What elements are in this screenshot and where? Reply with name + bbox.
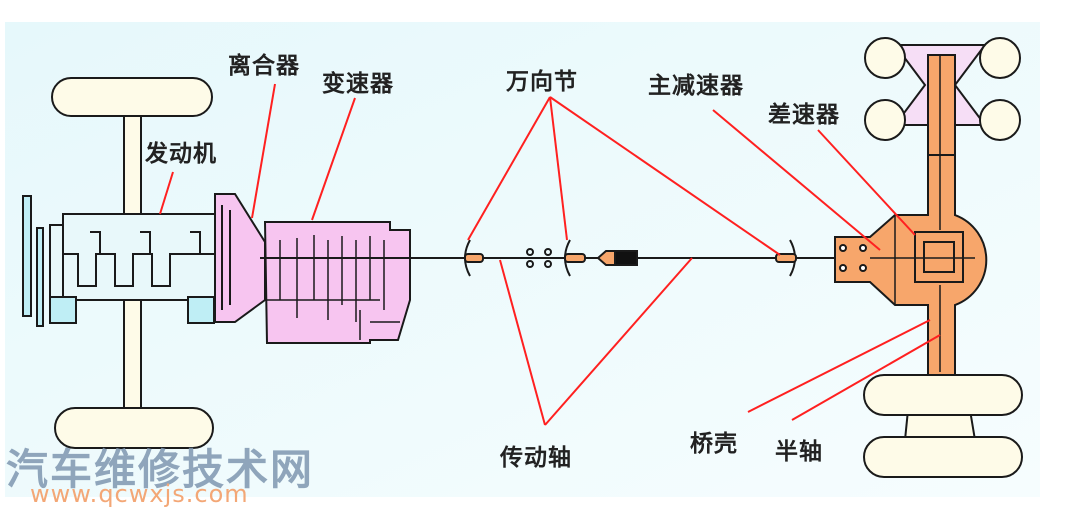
label-half-shaft: 半轴 [775, 439, 823, 465]
label-axle-housing: 桥壳 [690, 431, 738, 457]
label-universal-joint: 万向节 [506, 69, 578, 95]
label-clutch: 离合器 [228, 53, 300, 79]
watermark-url: www.qcwxjs.com [30, 480, 249, 508]
label-gearbox: 变速器 [322, 71, 394, 97]
label-final-drive: 主减速器 [648, 73, 744, 99]
leader-lines [159, 83, 941, 426]
label-drive-shaft: 传动轴 [500, 445, 572, 471]
universal-joints [464, 239, 797, 277]
watermark-title: 汽车维修技术网 [6, 445, 315, 494]
gearbox [263, 221, 411, 344]
rear-wheels-top [864, 37, 1021, 156]
label-differential: 差速器 [768, 102, 840, 128]
rear-wheels-bottom [863, 374, 1023, 478]
label-engine: 发动机 [145, 141, 217, 167]
clutch [214, 193, 266, 323]
